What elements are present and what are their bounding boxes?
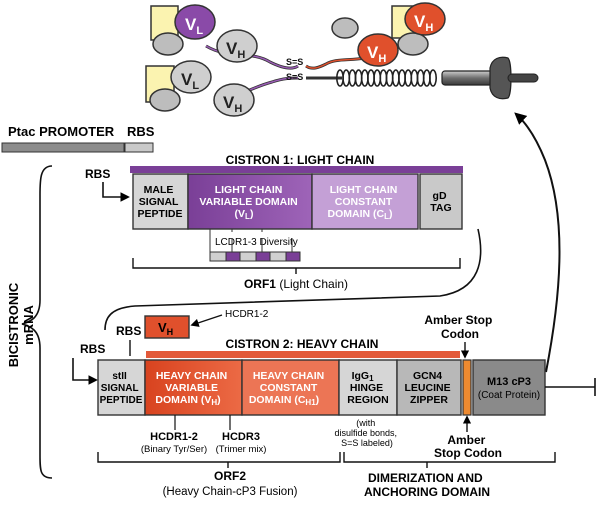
rbs1-arrow — [102, 182, 130, 202]
vh-label: VH — [223, 93, 242, 115]
rbs2-upper-label: RBS — [116, 324, 141, 338]
hcdr12-note: (Binary Tyr/Ser) — [141, 444, 207, 455]
fab-protein-illustration: VL VH VL VH VH VH S=S S=S — [145, 2, 539, 117]
disulfide-label: S=S — [286, 72, 303, 82]
orf2-sublabel: (Heavy Chain-cP3 Fusion) — [163, 486, 298, 498]
side-label-bicistronic: BICISTRONIC — [6, 282, 21, 367]
male-signal-peptide-label: MALE SIGNAL PEPTIDE — [138, 184, 183, 220]
vh-domain — [216, 29, 258, 63]
coat-protein-tip — [507, 73, 539, 83]
lcdr-diversity-label: LCDR1-3 Diversity — [215, 237, 298, 248]
hcdr3-note: (Trimer mix) — [216, 444, 267, 455]
constant-domain — [149, 88, 181, 112]
vl-domain — [170, 60, 212, 94]
vl-label: VL — [185, 15, 203, 37]
disulfide-label: S=S — [286, 57, 303, 67]
vl-domain — [174, 4, 216, 40]
vh-domain — [213, 83, 255, 117]
lcdr-diversity-bar — [209, 251, 301, 262]
mrna-brace — [21, 165, 53, 479]
dimer-label: DIMERIZATION AND ANCHORING DOMAIN — [364, 471, 490, 499]
hcdr3-label: HCDR3 — [222, 431, 260, 443]
cistron1-bar — [130, 166, 463, 173]
amber-top-label: Amber Stop Codon — [424, 313, 495, 341]
gcn4-zipper-label: GCN4 LEUCINE ZIPPER — [404, 370, 453, 406]
rbs2-arrow — [72, 358, 98, 385]
stii-signal-peptide-box — [97, 359, 146, 416]
hcdr12-label: HCDR1-2 — [150, 431, 198, 443]
rbs2-label: RBS — [80, 342, 105, 356]
amber-stop-codon-box — [462, 359, 472, 416]
vh-label: VH — [414, 12, 433, 34]
hc-constant-domain-box — [241, 359, 340, 416]
mrna-connector — [104, 228, 482, 331]
cistron2-title: CISTRON 2: HEAVY CHAIN — [226, 337, 379, 351]
promoter-rbs-bar — [124, 142, 154, 153]
hcdr-callout-label: HCDR1-2 — [225, 309, 269, 320]
orf1-label: ORF1 (Light Chain) — [244, 277, 348, 291]
igg1-hinge-box — [338, 359, 398, 416]
lc-variable-domain-label: LIGHT CHAIN VARIABLE DOMAIN (VL) — [199, 184, 300, 221]
orf2-brace — [97, 452, 341, 463]
vh-callout-label: VH — [158, 320, 173, 337]
rbs1-label: RBS — [85, 167, 110, 181]
amber-bottom-label: Amber Stop Codon — [434, 433, 502, 460]
vh-callout-box — [144, 315, 190, 339]
m13-cp3-label: M13 cP3 — [487, 376, 531, 388]
vh-label: VH — [226, 39, 245, 61]
gd-tag-label: gD TAG — [430, 190, 451, 214]
hc-constant-domain-label: HEAVY CHAIN CONSTANT DOMAIN (CH1) — [249, 370, 327, 407]
promoter-rbs-label: RBS — [127, 124, 155, 139]
ptac-promoter-label: Ptac PROMOTER — [8, 124, 115, 139]
coil-turn — [428, 69, 437, 87]
gd-tag-box — [419, 173, 463, 230]
hcdr-callout-arrow — [190, 314, 223, 327]
constant-domain — [152, 32, 184, 56]
lc-constant-domain-box — [311, 173, 419, 230]
hinge-note: (with disulfide bonds, S=S labeled) — [334, 418, 399, 448]
hc-variable-domain-label: HEAVY CHAIN VARIABLE DOMAIN (VH) — [155, 370, 230, 407]
coiled-coil — [335, 69, 437, 87]
dimer-brace — [343, 452, 556, 463]
side-label-mrna: mRNA — [21, 305, 36, 345]
constant-domain — [331, 17, 359, 39]
vl-label: VL — [181, 70, 199, 92]
m13-cp3-sublabel: (Coat Protein) — [478, 390, 540, 401]
cistron1-title: CISTRON 1: LIGHT CHAIN — [226, 153, 375, 167]
vh-label: VH — [367, 43, 386, 65]
display-arrow — [514, 112, 561, 373]
male-signal-peptide-box — [132, 173, 189, 230]
ptac-promoter-bar — [1, 142, 125, 153]
lc-constant-domain-label: LIGHT CHAIN CONSTANT DOMAIN (CL) — [328, 184, 401, 221]
vh-domain — [357, 33, 399, 67]
igg1-hinge-label: IgG1 HINGE REGION — [347, 370, 388, 406]
gcn4-zipper-box — [396, 359, 462, 416]
stii-signal-peptide-label: stII SIGNAL PEPTIDE — [100, 371, 143, 406]
constant-domain — [397, 32, 429, 56]
lcdr-connector — [209, 229, 293, 252]
vh-domain — [404, 2, 446, 36]
cistron2-bar — [146, 351, 460, 358]
lc-variable-domain-box — [187, 173, 313, 230]
orf2-label: ORF2 — [214, 469, 246, 483]
